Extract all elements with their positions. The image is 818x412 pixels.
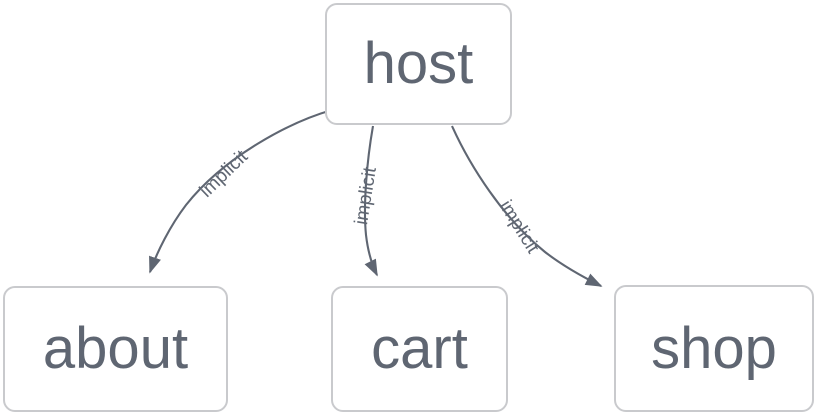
node-host[interactable]: host (325, 3, 512, 125)
node-cart[interactable]: cart (331, 286, 508, 412)
edge-host-cart (363, 125, 378, 277)
node-shop-label: shop (651, 315, 777, 381)
node-shop[interactable]: shop (614, 285, 814, 412)
node-cart-label: cart (371, 316, 468, 381)
node-about[interactable]: about (3, 286, 228, 412)
edge-host-about (149, 108, 333, 274)
node-host-label: host (363, 31, 474, 96)
edge-host-shop (451, 125, 603, 287)
node-about-label: about (42, 316, 189, 381)
